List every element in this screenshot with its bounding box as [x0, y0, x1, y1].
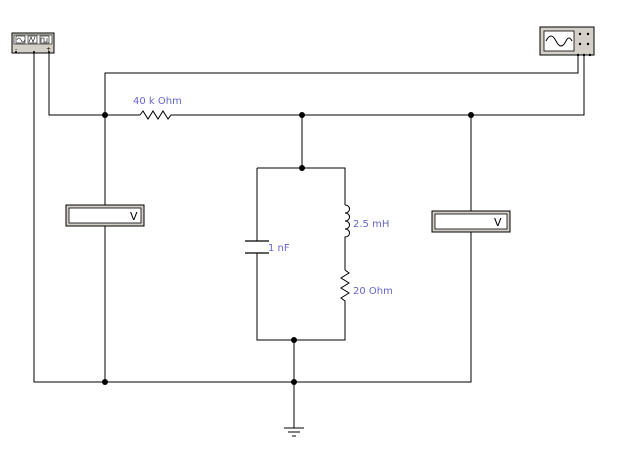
junction-nodes — [102, 112, 474, 385]
capacitor-label: 1 nF — [268, 243, 290, 254]
fg-terminal-plus: + — [46, 46, 51, 53]
ground-icon — [284, 427, 304, 437]
fg-terminal-minus: - — [15, 46, 17, 53]
voltmeter-left-unit: V — [130, 210, 138, 223]
voltmeter-right-unit: V — [494, 216, 502, 229]
capacitor-1nf[interactable] — [245, 240, 269, 254]
oscilloscope-icon[interactable] — [539, 26, 595, 57]
resistor-40k[interactable] — [139, 110, 175, 120]
wire-network — [33, 53, 585, 428]
voltmeter-left[interactable]: V — [65, 204, 145, 227]
voltmeter-right[interactable]: V — [431, 210, 511, 233]
function-generator-icon[interactable]: - + — [11, 32, 55, 54]
inductor-label: 2.5 mH — [353, 219, 389, 230]
resistor-20ohm[interactable] — [340, 269, 350, 310]
inductor-2-5mh[interactable] — [344, 204, 350, 240]
resistor-40k-label: 40 k Ohm — [133, 96, 182, 107]
resistor-20-label: 20 Ohm — [353, 286, 393, 297]
